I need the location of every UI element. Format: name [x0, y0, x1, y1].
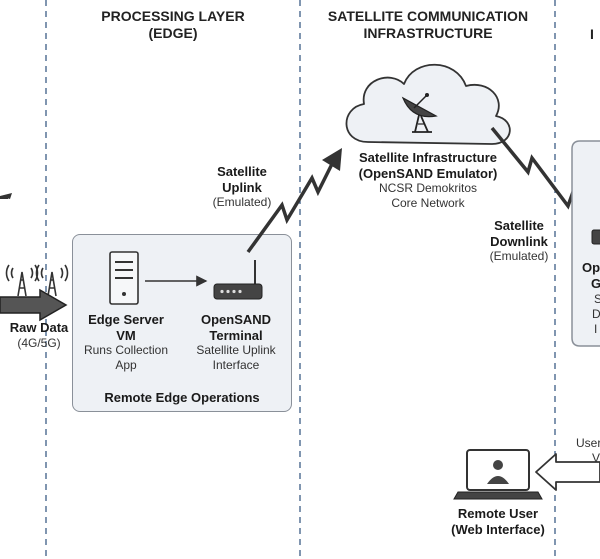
cloud-desc-line: Core Network — [391, 195, 465, 210]
processing-layer-header: PROCESSING LAYER (EDGE) — [60, 8, 286, 42]
header-line: INFRASTRUCTURE — [363, 24, 493, 41]
header-line: SATELLITE COMMUNICATION — [327, 8, 529, 24]
server-title-line: Edge Server — [88, 312, 164, 327]
terminal-title-line: Terminal — [209, 327, 263, 343]
raw-data-label: Raw Data (4G/5G) — [0, 320, 78, 350]
cell-tower-icon — [5, 264, 39, 297]
raw-data-arrow — [0, 288, 68, 322]
raw-data-title: Raw Data — [9, 320, 69, 335]
right-box-fragment: D — [592, 307, 600, 321]
header-line: (EDGE) — [148, 24, 198, 41]
satellite-infrastructure-header: SATELLITE COMMUNICATION INFRASTRUCTURE — [304, 8, 552, 42]
satellite-downlink-label: Satellite Downlink (Emulated) — [476, 218, 562, 264]
right-box-fragment: Op — [582, 260, 600, 275]
uplink-title-line: Uplink — [222, 179, 262, 195]
remote-user-title-line: Remote User — [457, 506, 539, 521]
downlink-title-line: Satellite — [494, 218, 544, 233]
terminal-desc-line: Interface — [212, 357, 260, 372]
cell-tower-icon — [35, 264, 69, 297]
server-title-line: VM — [116, 327, 136, 343]
server-desc-line: Runs Collection — [83, 343, 169, 358]
cloud-desc-line: NCSR Demokritos — [378, 181, 477, 196]
raw-data-subtitle: (4G/5G) — [17, 335, 61, 350]
right-box-fragment: S — [594, 292, 600, 306]
remote-user-title-line: (Web Interface) — [451, 521, 545, 537]
terminal-title-line: OpenSAND — [200, 312, 272, 327]
cloud-title-line: Satellite Infrastructure — [359, 150, 497, 165]
drone-icon — [0, 193, 12, 199]
right-column-header: I — [590, 26, 594, 42]
user-side-fragment: V — [592, 451, 600, 465]
right-box-fragment: I — [594, 322, 598, 336]
opensand-terminal-label: OpenSAND Terminal Satellite Uplink Inter… — [184, 312, 288, 372]
right-box-fragment: G — [591, 276, 600, 291]
edge-box-caption: Remote Edge Operations — [104, 390, 260, 405]
satellite-uplink-label: Satellite Uplink (Emulated) — [200, 164, 284, 210]
remote-user-label: Remote User (Web Interface) — [440, 506, 556, 537]
server-desc-line: App — [115, 357, 137, 372]
user-side-fragment: User — [576, 436, 600, 450]
downlink-subtitle: (Emulated) — [489, 249, 549, 264]
downlink-title-line: Downlink — [490, 233, 548, 249]
terminal-desc-line: Satellite Uplink — [196, 343, 276, 358]
edge-server-label: Edge Server VM Runs Collection App — [76, 312, 176, 372]
satellite-infrastructure-label: Satellite Infrastructure (OpenSAND Emula… — [340, 150, 516, 210]
cloud-title-line: (OpenSAND Emulator) — [358, 165, 498, 181]
uplink-subtitle: (Emulated) — [212, 195, 272, 210]
header-line: PROCESSING LAYER — [101, 8, 245, 24]
uplink-title-line: Satellite — [217, 164, 267, 179]
